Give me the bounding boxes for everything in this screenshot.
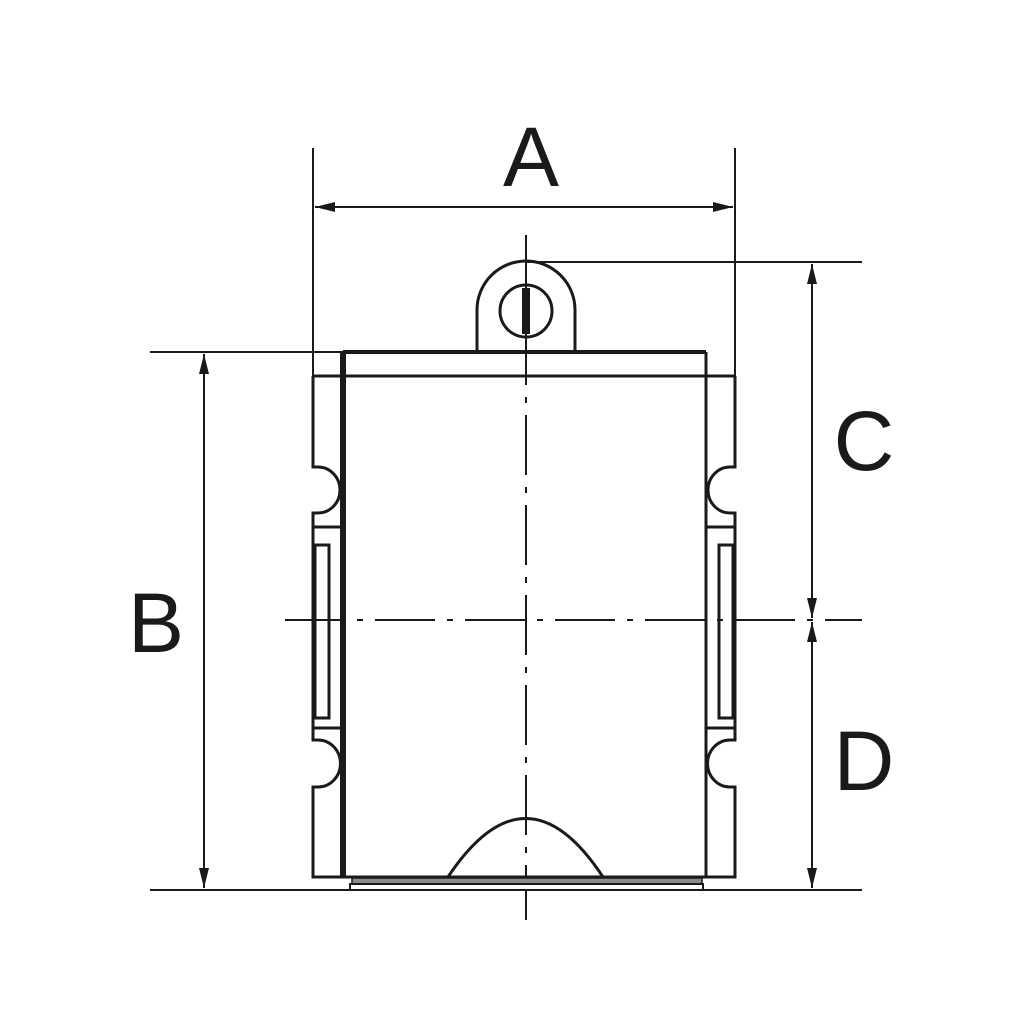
base-plate <box>349 883 704 891</box>
lug-hole <box>498 283 554 339</box>
dimension-label-a: A <box>503 110 559 204</box>
right-slot <box>717 543 735 720</box>
left-slot <box>313 543 331 720</box>
dimension-label-d: D <box>834 714 895 808</box>
dimension-label-b: B <box>128 576 184 670</box>
right-outer-profile <box>706 376 737 879</box>
bottom-dome <box>446 817 605 878</box>
left-outer-profile <box>311 376 343 879</box>
lug <box>475 259 577 352</box>
lug-pin <box>522 288 530 334</box>
dimension-label-c: C <box>834 394 895 488</box>
